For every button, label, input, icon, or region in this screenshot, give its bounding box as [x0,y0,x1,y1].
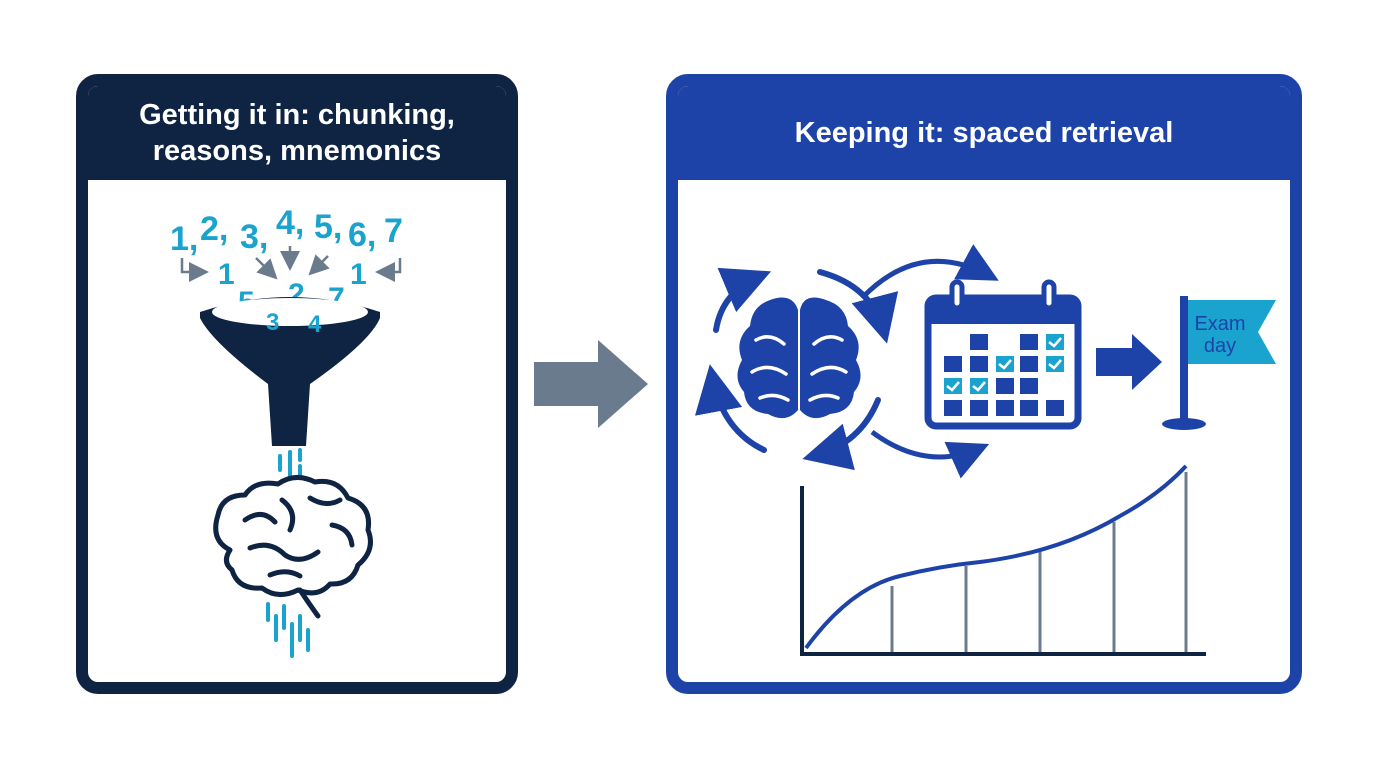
arc-arrow-top [860,244,999,300]
brain-icon-right [737,297,861,419]
growth-curve-icon [800,464,1206,656]
panel-header-left: Getting it in: chunking, reasons, mnemon… [88,86,506,180]
chunk-digit-b: 1 [350,258,367,291]
right-arrow-icon [534,340,648,428]
panel-title-left: Getting it in: chunking, reasons, mnemon… [139,99,455,167]
brain-icon [213,475,373,619]
flag-label-line1: Exam [1194,313,1245,335]
retention-curve [804,464,1188,650]
panel-title-right: Keeping it: spaced retrieval [794,117,1174,149]
digit-1: 1, [170,220,198,258]
digit-4: 4, [276,204,304,242]
drip-lines-top [278,448,302,480]
digit-sequence: 1, 2, 3, 4, 5, 6, 7 [170,204,403,258]
panel-header-right: Keeping it: spaced retrieval [678,86,1290,180]
digit-5: 5, [314,208,342,246]
funnel-digits: 3 4 [266,309,322,338]
digit-3: 3, [240,218,268,256]
right-arrow-icon-small [1096,334,1162,390]
arc-arrow-bottom [870,429,990,479]
flag-label-line2: day [1204,335,1236,357]
digit-2: 2, [200,210,228,248]
drip-lines-bottom [266,602,310,658]
chunk-digit-g: 4 [308,311,322,338]
calendar-icon [924,279,1082,430]
digit-7: 7 [384,212,403,250]
flag-icon [1162,296,1276,430]
funnel-icon [200,297,380,446]
digit-6: 6, [348,216,376,254]
chunk-digit-f: 3 [266,309,279,336]
chunk-arrows [180,246,402,282]
cycle-arrows-icon [694,267,899,471]
panel-encoding: Getting it in: chunking, reasons, mnemon… [76,74,518,694]
curve-bars [890,472,1188,652]
chunk-digit-a: 1 [218,258,235,291]
